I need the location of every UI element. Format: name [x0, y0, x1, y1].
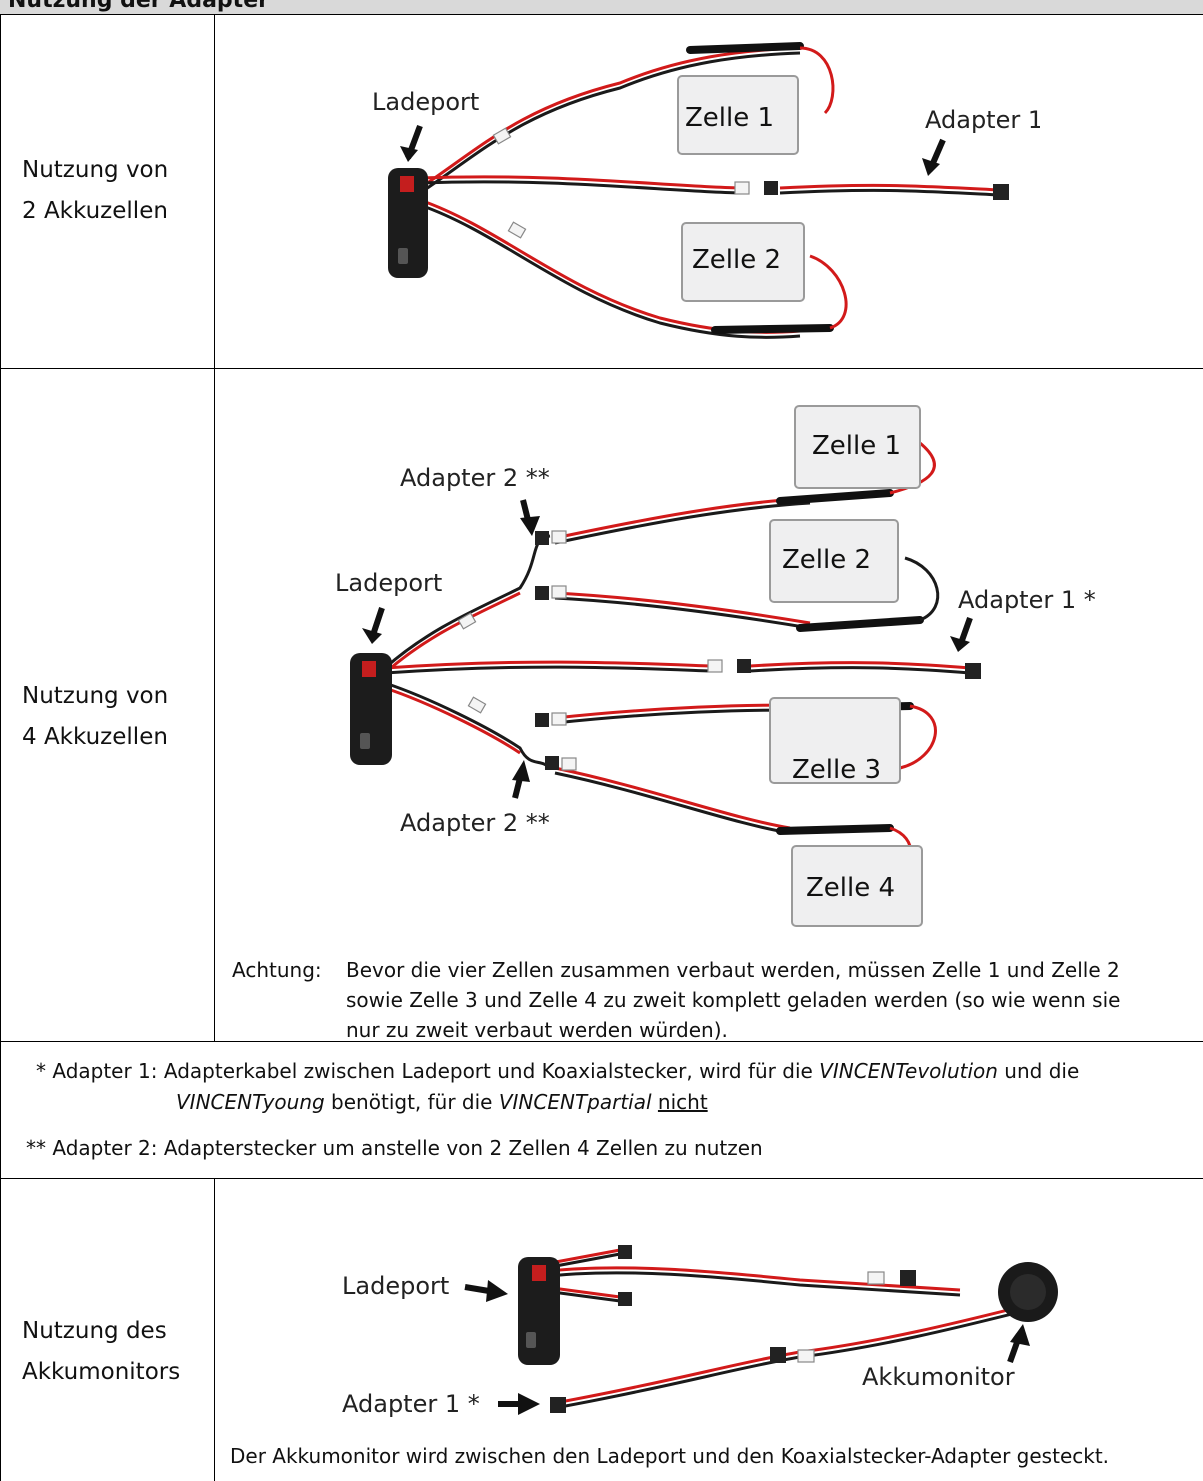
- akkumonitor-setup-photo: Ladeport Adapter 1 * Akkumonitor: [342, 1245, 1058, 1418]
- cell4-label-4: Zelle 4: [806, 873, 895, 903]
- adapter1-annotation: Adapter 1 *: [925, 106, 1040, 134]
- achtung-note: Bevor die vier Zellen zusammen verbaut w…: [346, 958, 1121, 1042]
- adapter2-top-annotation: Adapter 2 **: [400, 464, 550, 492]
- table-left-border: [0, 14, 1, 1481]
- column-divider-top: [214, 14, 215, 1041]
- achtung-label: Achtung:: [232, 958, 322, 982]
- footnote-adapter1-cont: VINCENTyoung benötigt, für die VINCENTpa…: [176, 1090, 708, 1114]
- footnote-adapter1: * Adapter 1: Adapterkabel zwischen Ladep…: [36, 1059, 1080, 1083]
- section-title: Nutzung der Adapter: [8, 0, 269, 13]
- ladeport-annotation-4: Ladeport: [335, 569, 442, 597]
- column-divider-bottom: [214, 1178, 215, 1481]
- cell3-label-4: Zelle 3: [792, 755, 881, 785]
- ladeport-annotation: Ladeport: [372, 88, 479, 116]
- row-divider-2: [0, 1041, 1203, 1042]
- row1-label: Nutzung von 2 Akkuzellen: [22, 157, 169, 224]
- ladeport-annotation-3: Ladeport: [342, 1272, 449, 1300]
- cell1-label-4: Zelle 1: [812, 431, 901, 461]
- row2-label: Nutzung von 4 Akkuzellen: [22, 683, 169, 750]
- four-cell-setup-photo: Zelle 1 Zelle 2 Zelle 3 Zelle 4 Adapter …: [335, 405, 1096, 927]
- section-header: Nutzung der Adapter: [0, 0, 1203, 15]
- akkumonitor-annotation: Akkumonitor: [862, 1363, 1015, 1391]
- row-divider-1: [0, 368, 1203, 369]
- adapter1-annotation-3: Adapter 1 *: [342, 1390, 480, 1418]
- row3-label: Nutzung des Akkumonitors: [22, 1318, 181, 1385]
- adapter2-bottom-annotation: Adapter 2 **: [400, 809, 550, 837]
- row-divider-3: [0, 1178, 1203, 1179]
- adapter1-annotation-4: Adapter 1 *: [958, 586, 1096, 614]
- two-cell-setup-photo: Zelle 1 Zelle 2 Ladeport Adapter 1 *: [372, 42, 1040, 339]
- cell1-label: Zelle 1: [685, 103, 774, 133]
- cell2-label: Zelle 2: [692, 245, 781, 275]
- cell2-label-4: Zelle 2: [782, 545, 871, 575]
- footnote-adapter2: ** Adapter 2: Adapterstecker um anstelle…: [26, 1136, 763, 1160]
- akkumonitor-caption: Der Akkumonitor wird zwischen den Ladepo…: [230, 1444, 1110, 1468]
